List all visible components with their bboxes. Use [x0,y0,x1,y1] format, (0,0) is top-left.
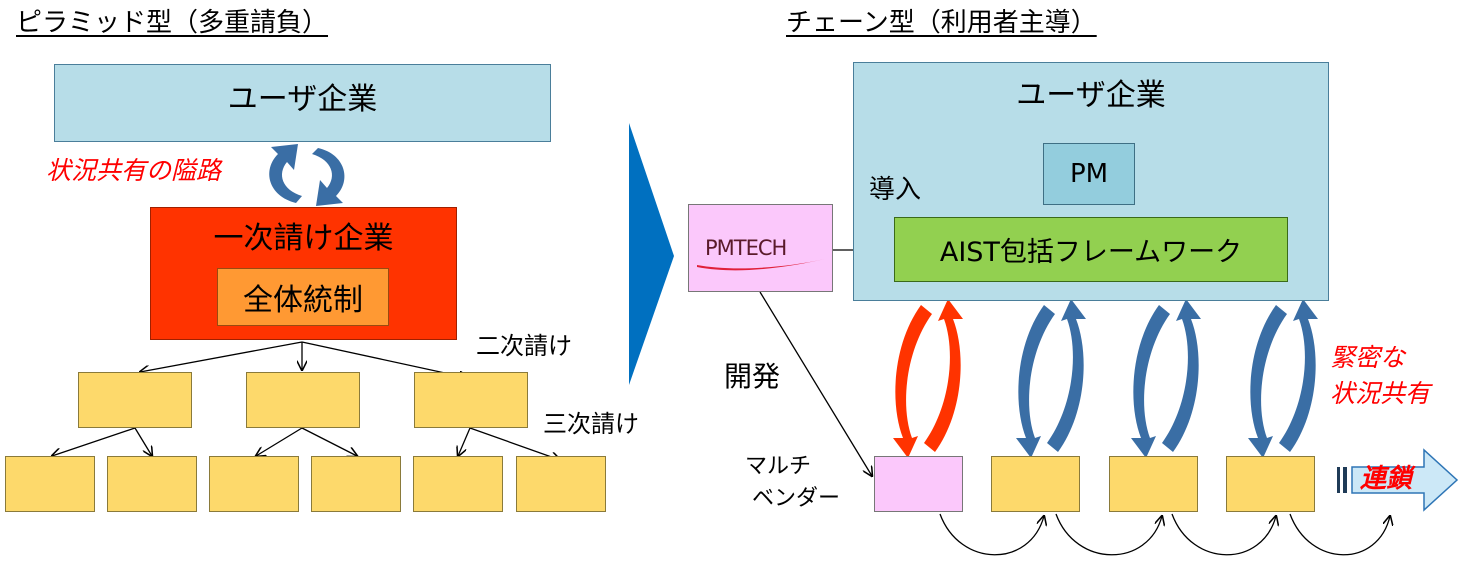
right-user-company-box: ユーザ企業 PM AIST包括フレームワーク [853,62,1329,301]
connector-sub2-to-t4 [301,427,357,456]
right-user-company-label: ユーザ企業 [1016,78,1166,113]
pm-label: PM [1069,159,1109,189]
development-label: 開発 [724,360,781,393]
secondary-subcontractor-box [78,372,192,428]
red-arrow-down [893,305,932,458]
connector-sub2-to-t3 [256,427,303,456]
blue-arrow-up [1162,299,1201,452]
left-user-company-box: ユーザ企業 [54,64,551,142]
connector-sub1-to-t2 [134,427,152,456]
secondary-subcontractor-box [246,372,360,428]
left-user-company-label: ユーザ企業 [227,82,378,117]
chain-title: チェーン型（利用者主導） [786,8,1097,38]
blue-arrow-pair-2 [1131,299,1201,458]
tertiary-contractor-label: 三次請け [543,410,639,438]
blue-arrow-up [1047,299,1086,452]
blue-arrow-pair-1 [1016,299,1086,458]
chain-arrow-body [1351,448,1459,512]
primary-contractor-label: 一次請け企業 [213,221,394,256]
blue-arrow-down [1248,305,1287,458]
tertiary-subcontractor-box [311,456,401,512]
vendor-box [991,456,1080,512]
vendor-box [1109,456,1198,512]
blue-arrow-up [1279,299,1318,452]
red-arrow-up [924,299,963,452]
tertiary-subcontractor-box [107,456,197,512]
blue-arrow-pair-3 [1248,299,1318,458]
left-cycle-arrow-down [312,148,345,206]
red-sharing-arrows [893,299,963,458]
connector-sub3-to-t6 [469,427,560,460]
framework-label: AIST包括フレームワーク [939,237,1243,268]
multivendor-label-line2: ベンダー [752,486,841,511]
multivendor-box [874,456,963,512]
left-cycle-arrow-up [269,144,302,203]
close-sharing-label-line1: 緊密な [1330,343,1406,372]
blue-arrow-down [1016,305,1055,458]
bottleneck-label: 状況共有の隘路 [46,156,222,185]
connector-primary-to-sub1 [140,341,303,372]
vendor-box [1226,456,1315,512]
primary-contractor-box: 一次請け企業 全体統制 [150,207,457,340]
overall-control-label: 全体統制 [243,283,363,318]
tertiary-subcontractor-box [209,456,299,512]
secondary-subcontractor-box [414,372,528,428]
close-sharing-label-line2: 状況共有 [1330,379,1431,408]
chain-curve-2 [1055,514,1162,556]
chain-curve-4 [1289,513,1390,556]
multivendor-label-line1: マルチ [745,454,812,479]
tertiary-subcontractor-box [516,456,606,512]
pm-box: PM [1043,143,1135,205]
tree-connectors [52,341,560,460]
chain-arrow-tail-2 [1343,467,1347,493]
chain-label: 連鎖 [1360,464,1413,494]
blue-arrow-down [1131,305,1170,458]
pmtech-logo-swoosh [697,259,825,271]
chain-curve-1 [939,514,1044,556]
divider-triangle [629,123,674,385]
secondary-contractor-label: 二次請け [476,332,572,360]
framework-box: AIST包括フレームワーク [894,217,1288,282]
pmtech-box: PMTECH [688,204,833,292]
chain-block-arrow [1337,448,1459,512]
tertiary-subcontractor-box [5,456,95,512]
blue-sharing-arrows [1016,299,1318,458]
pyramid-title: ピラミッド型（多重請負） [16,8,329,38]
left-cycle-arrows [269,144,345,206]
pmtech-logo-text: PMTECH [705,236,787,260]
introduction-label: 導入 [869,175,922,205]
chain-curve-3 [1171,514,1276,556]
connector-sub1-to-t1 [52,427,136,456]
connector-sub3-to-t5 [458,427,471,456]
development-arrow [759,291,872,476]
tertiary-subcontractor-box [413,456,503,512]
chain-curve-arrows [939,513,1390,556]
chain-arrow-tail-1 [1337,467,1340,493]
overall-control-box: 全体統制 [217,268,389,326]
